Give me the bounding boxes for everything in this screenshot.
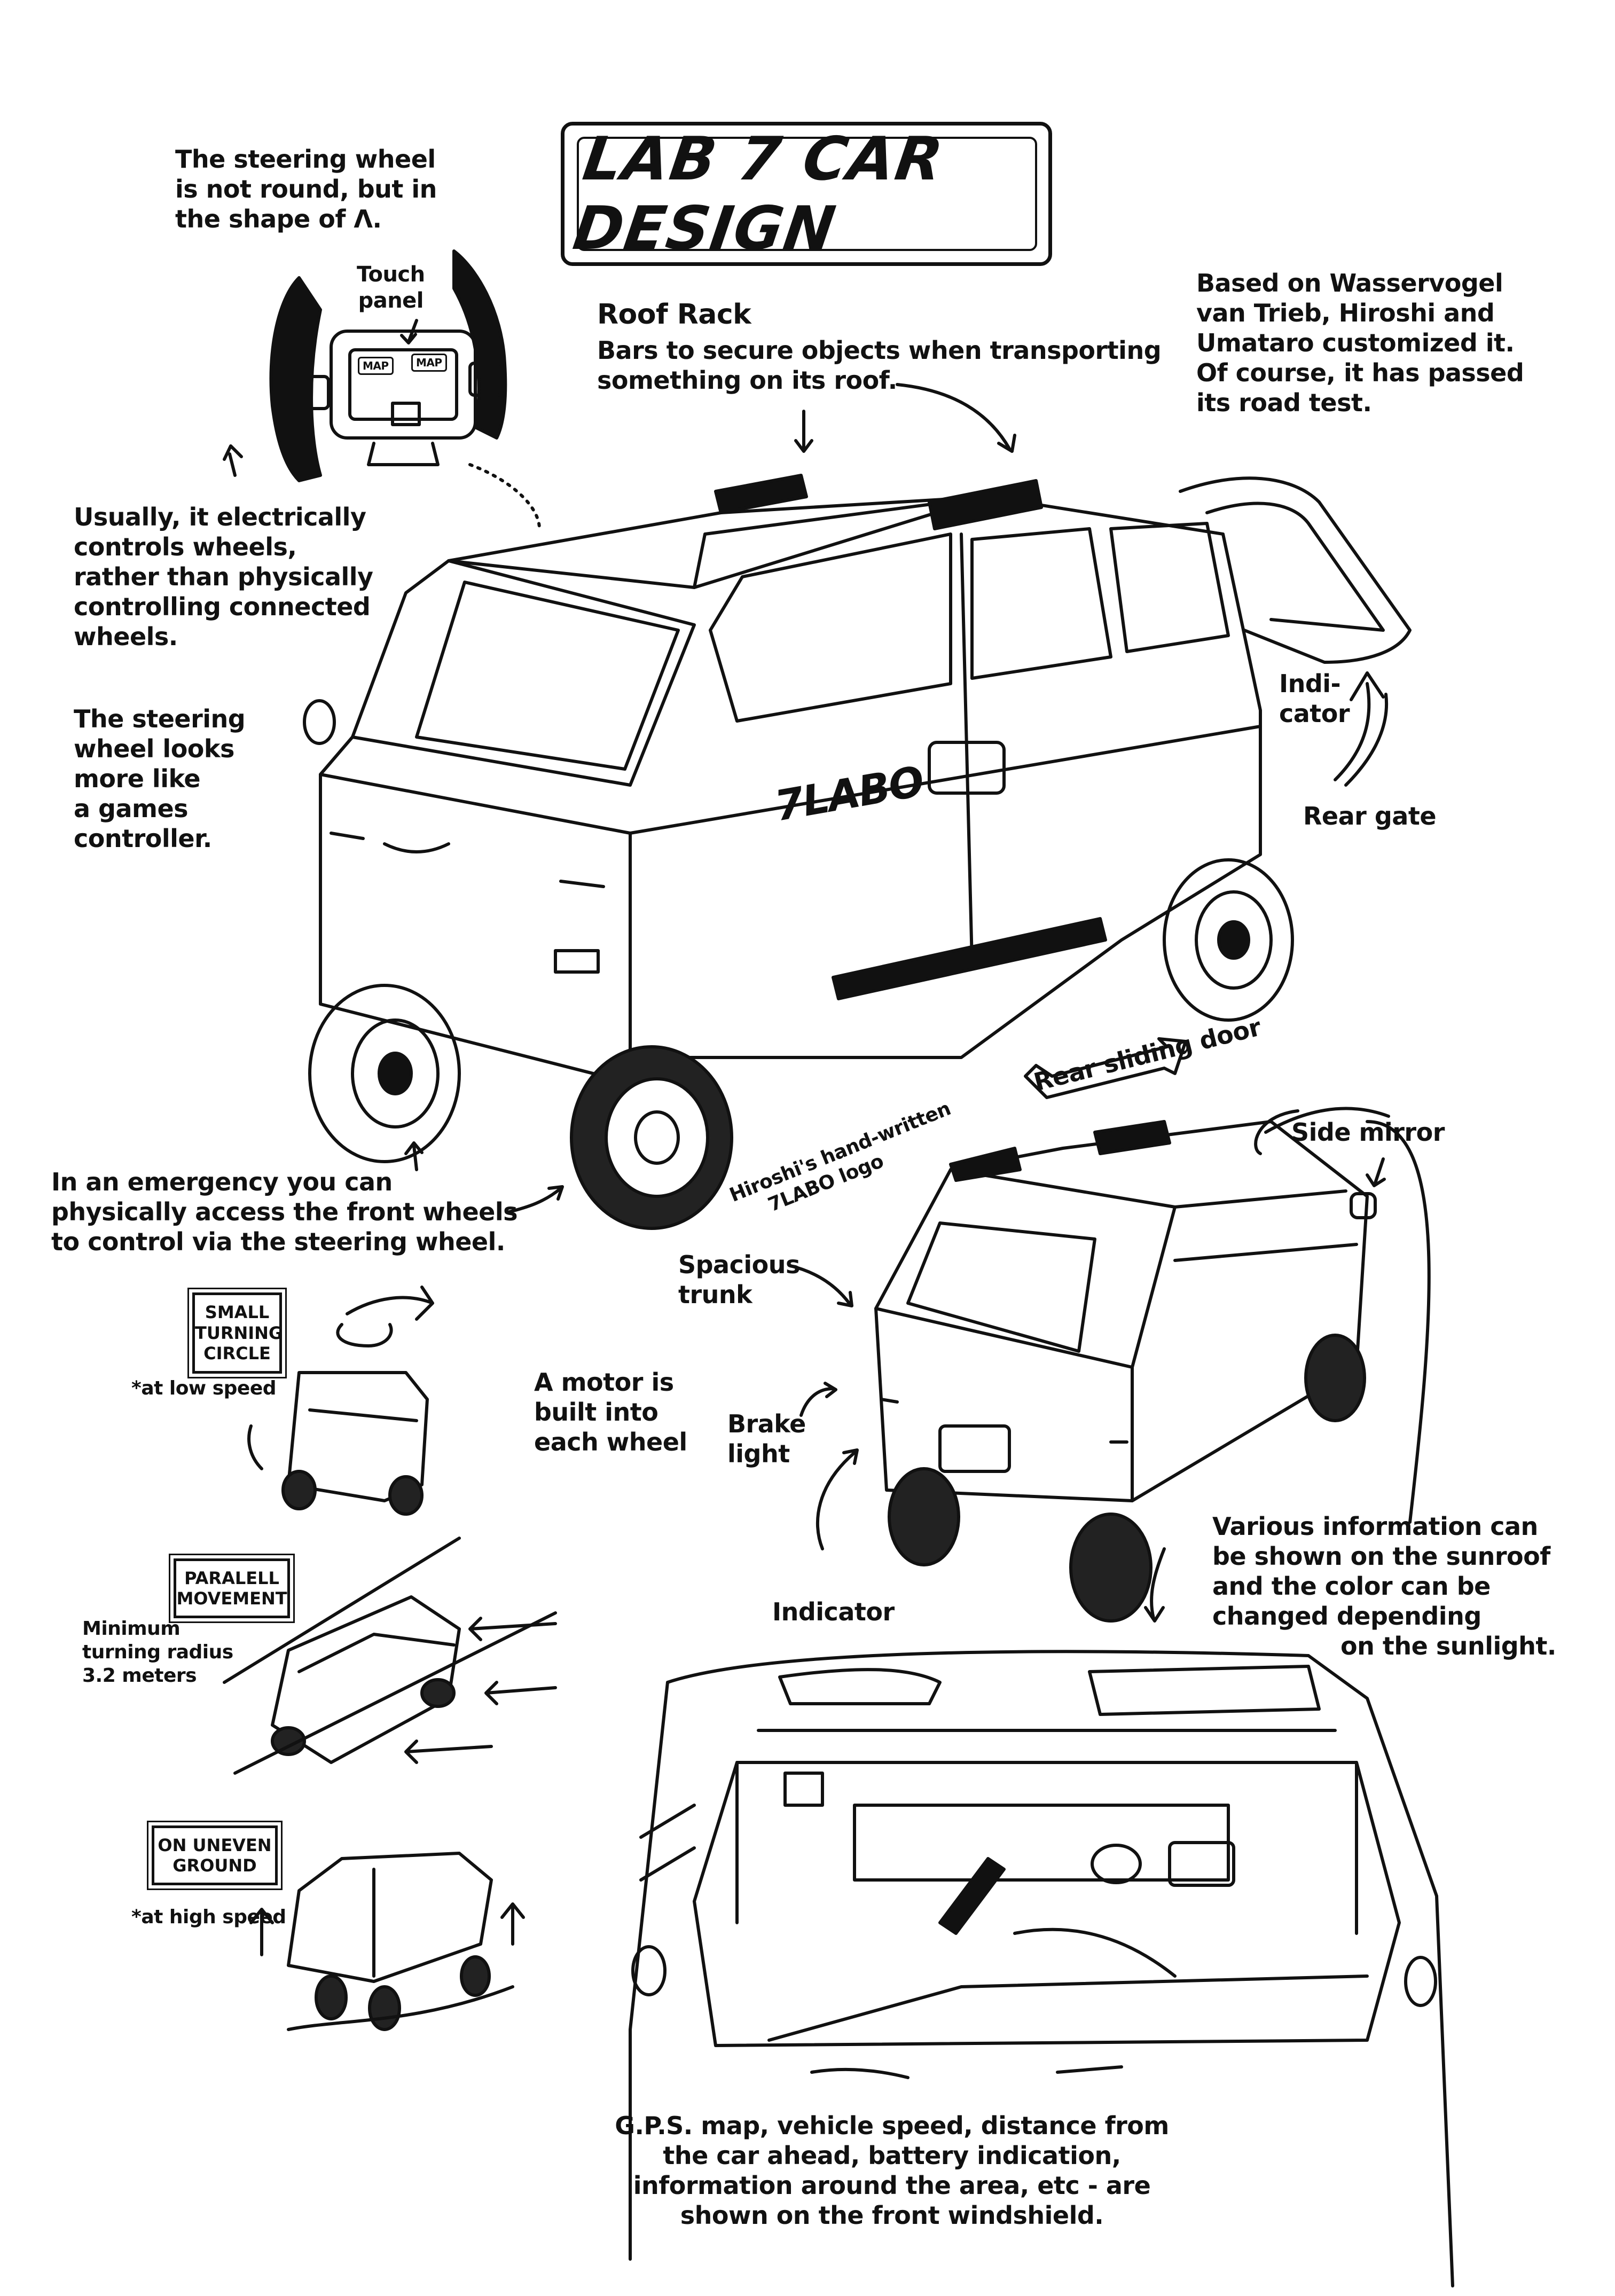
sunroof-note: Various information can be shown on the … [1212,1512,1556,1661]
high-speed-note: *at high speed [131,1906,286,1928]
side-mirror-label: Side mirror [1291,1118,1445,1147]
based-on-note: Based on Wasservogel van Trieb, Hiroshi … [1196,269,1524,418]
small-turning-box: SMALL TURNING CIRCLE [187,1288,287,1378]
min-turning-note: Minimum turning radius 3.2 meters [82,1618,233,1687]
touch-panel-label: Touch panel [357,262,425,313]
uneven-ground-box: ON UNEVEN GROUND [147,1821,283,1890]
title-panel: LAB 7 CAR DESIGN [569,124,1037,263]
motor-note: A motor is built into each wheel [534,1368,687,1457]
map-button-2: MAP [411,354,447,372]
roof-rack-title: Roof Rack [597,299,751,331]
interior-view-drawing [629,1650,1454,2287]
brake-light-label: Brake light [727,1409,806,1469]
parallel-movement-box: PARALELL MOVEMENT [169,1554,295,1623]
rear-van-drawing [874,1120,1377,1623]
emergency-note: In an emergency you can physically acces… [51,1167,518,1257]
electric-control-note: Usually, it electrically controls wheels… [74,503,373,652]
wheel-icon [308,984,461,1163]
indicator-bottom-label: Indicator [772,1597,895,1626]
indicator-top-label: Indi- cator [1279,669,1350,728]
roof-rack-note: Bars to secure objects when transporting… [597,336,1162,395]
page-title: LAB 7 CAR DESIGN [569,124,948,263]
windshield-note: G.P.S. map, vehicle speed, distance from… [615,2111,1169,2230]
rear-gate-label: Rear gate [1303,802,1437,830]
spacious-trunk-label: Spacious trunk [678,1250,800,1310]
low-speed-note: *at low speed [131,1377,277,1399]
title-frame [561,122,1052,266]
steering-wheel-icon [269,249,507,482]
steering-shape-note: The steering wheel is not round, but in … [175,145,437,234]
map-button-1: MAP [358,357,394,375]
games-controller-note: The steering wheel looks more like a gam… [74,704,246,853]
main-van-drawing [303,474,1412,1230]
